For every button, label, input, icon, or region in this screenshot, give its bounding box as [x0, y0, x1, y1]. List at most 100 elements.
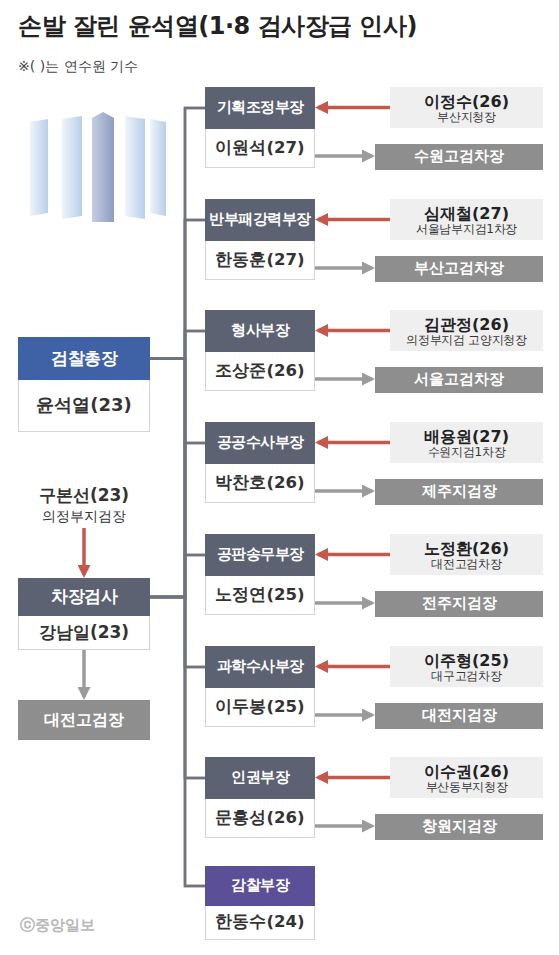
building-slab: [30, 119, 48, 216]
position-title: 인권부장: [205, 757, 315, 799]
position-title: 검찰총장: [18, 337, 150, 380]
footnote: ※( )는 연수원 기수: [18, 58, 138, 76]
move-arrow: [318, 665, 390, 669]
person-name: 이정수(26): [390, 90, 543, 111]
person-note: 구본선(23)의정부지검장: [18, 482, 150, 528]
current-post: 대전고검차장: [390, 558, 543, 572]
new-post-box: 제주지검장: [375, 479, 543, 505]
new-post: 대전지검장: [375, 703, 543, 729]
move-arrow: [82, 528, 86, 575]
person-name: 배용원(27): [390, 425, 543, 446]
new-post: 제주지검장: [375, 479, 543, 505]
current-post: 의정부지검 고양지청장: [390, 334, 543, 348]
position-title: 기획조정부장: [205, 87, 315, 129]
building-slab: [92, 112, 114, 222]
org-connector: [150, 220, 205, 597]
org-connector: [150, 359, 205, 779]
new-post: 창원지검장: [375, 814, 543, 840]
current-post: 부산지청장: [390, 111, 543, 125]
person-name: 김관정(26): [390, 313, 543, 334]
person-name: 강남일(23): [18, 616, 150, 650]
org-connector: [150, 108, 205, 597]
current-post: 서울남부지검1차장: [390, 223, 543, 237]
new-post: 수원고검차장: [375, 144, 543, 170]
org-connector: [150, 359, 205, 887]
move-arrow: [315, 266, 372, 270]
position-title: 반부패강력부장: [205, 199, 315, 241]
move-arrow: [315, 154, 372, 158]
new-post-box: 서울고검차장: [375, 367, 543, 393]
person-name: 박찬호(26): [205, 464, 315, 503]
position-title: 공공수사부장: [205, 422, 315, 464]
move-arrow: [318, 106, 390, 110]
incoming-person-box: 이수권(26)부산동부지청장: [390, 757, 543, 798]
org-connector: [150, 597, 205, 667]
person-name: 노정연(25): [205, 576, 315, 615]
org-connector: [150, 443, 205, 597]
new-post: 전주지검장: [375, 591, 543, 617]
person-name: 문홍성(26): [205, 799, 315, 838]
incoming-person-box: 이정수(26)부산지청장: [390, 87, 543, 128]
org-connector: [150, 108, 205, 359]
move-arrow: [318, 441, 390, 445]
person-name: 윤석열(23): [18, 380, 150, 432]
person-name: 심재철(27): [390, 202, 543, 223]
position-title: 차장검사: [18, 578, 150, 616]
position-title: 과학수사부장: [205, 646, 315, 688]
org-connector: [150, 220, 205, 359]
person-name: 이주형(25): [390, 649, 543, 670]
position-title: 감찰부장: [205, 866, 315, 906]
new-post-box: 대전고검장: [18, 700, 150, 740]
department-box: 과학수사부장이두봉(25): [205, 646, 315, 727]
incoming-person-box: 이주형(25)대구고검차장: [390, 646, 543, 687]
department-box: 기획조정부장이원석(27): [205, 87, 315, 168]
building-slab: [150, 119, 166, 216]
building-slab: [125, 116, 145, 219]
move-arrow: [315, 377, 372, 381]
incoming-person-box: 노정환(26)대전고검차장: [390, 534, 543, 575]
department-box: 인권부장문홍성(26): [205, 757, 315, 838]
building-illustration: [30, 112, 166, 222]
new-post: 서울고검차장: [375, 367, 543, 393]
incoming-person-box: 심재철(27)서울남부지검1차장: [390, 199, 543, 240]
current-post: 수원지검1차장: [390, 446, 543, 460]
position-title: 공판송무부장: [205, 534, 315, 576]
move-arrow: [315, 489, 372, 493]
department-box: 반부패강력부장한동훈(27): [205, 199, 315, 280]
person-name: 한동훈(27): [205, 241, 315, 280]
current-post: 부산동부지청장: [390, 781, 543, 795]
position-box: 검찰총장윤석열(23): [18, 337, 150, 432]
incoming-person-box: 배용원(27)수원지검1차장: [390, 422, 543, 463]
move-arrow: [315, 713, 372, 717]
move-arrow: [315, 601, 372, 605]
move-arrow: [315, 824, 372, 828]
org-connector: [150, 555, 205, 597]
person-name: 이원석(27): [205, 129, 315, 168]
new-post-box: 전주지검장: [375, 591, 543, 617]
current-post: 의정부지검장: [18, 505, 150, 524]
new-post-box: 수원고검차장: [375, 144, 543, 170]
person-name: 노정환(26): [390, 537, 543, 558]
department-box: 공공수사부장박찬호(26): [205, 422, 315, 503]
current-post: 대구고검차장: [390, 670, 543, 684]
person-name: 조상준(26): [205, 352, 315, 391]
person-name: 이수권(26): [390, 760, 543, 781]
new-post-box: 창원지검장: [375, 814, 543, 840]
org-connector: [150, 359, 205, 556]
new-post-box: 대전지검장: [375, 703, 543, 729]
org-connector: [150, 359, 205, 668]
move-arrow: [318, 776, 390, 780]
position-title: 형사부장: [205, 310, 315, 352]
department-box: 감찰부장한동수(24): [205, 866, 315, 940]
new-post: 대전고검장: [18, 700, 150, 740]
chart-title: 손발 잘린 윤석열(1·8 검사장급 인사): [18, 10, 548, 42]
move-arrow: [318, 329, 390, 333]
building-slab: [62, 116, 82, 219]
org-connector: [150, 597, 205, 778]
person-name: 이두봉(25): [205, 688, 315, 727]
incoming-person-box: 김관정(26)의정부지검 고양지청장: [390, 310, 543, 351]
org-connector: [150, 597, 205, 886]
org-connector: [150, 359, 205, 444]
org-connector: [150, 331, 205, 359]
move-arrow: [318, 553, 390, 557]
